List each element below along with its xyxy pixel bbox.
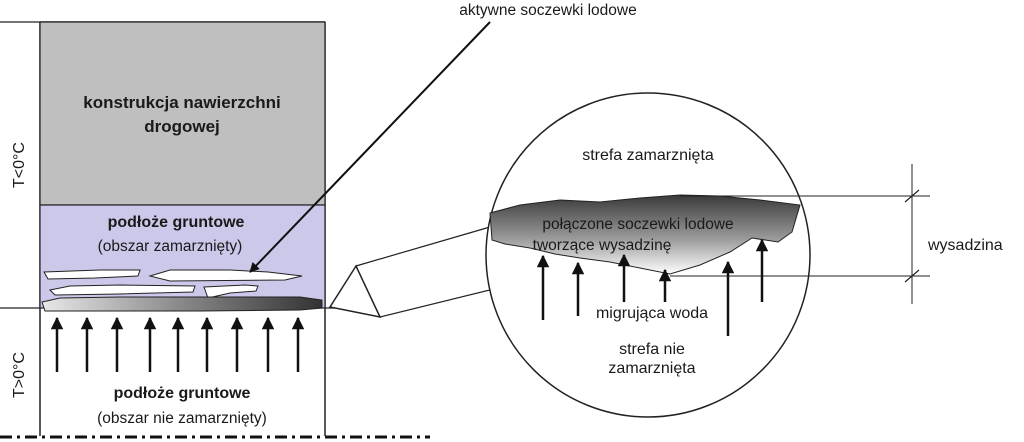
active-ice-lens-band [41,296,323,312]
heave-tick-top [904,189,920,203]
ice-lens-3 [48,284,196,296]
pavement-layer [39,21,326,206]
magnifier-line-top [355,226,491,267]
frozen-subgrade-title: podłoże gruntowe [108,214,245,231]
callout-active-ice-lenses: aktywne soczewki lodowe [459,2,636,19]
pavement-label-line2: drogowej [144,117,220,136]
callout-pointer-line [249,21,491,273]
frozen-zone-label: strefa zamarznięta [582,147,714,164]
migrating-water-label: migrująca woda [596,305,708,322]
pavement-label-line1: konstrukcja nawierzchni [83,93,280,112]
heave-tick-bottom [904,269,920,283]
frozen-subgrade-subtitle: (obszar zamarznięty) [98,238,243,255]
ice-lens-2 [148,269,303,282]
unfrozen-subgrade-title: podłoże gruntowe [114,385,251,402]
ice-lenses [43,269,303,299]
heave-label: wysadzina [927,237,1003,254]
ice-lens-1 [43,269,141,280]
combined-lens-label-line1: połączone soczewki lodowe [542,216,733,233]
combined-lens-label-line2: tworzące wysadzinę [533,237,672,254]
unfrozen-zone-label-line2: zamarznięta [608,360,695,377]
unfrozen-zone-label-line1: strefa nie [619,341,685,358]
water-migration-arrows-left [50,316,305,372]
magnifier-triangle [328,264,382,319]
unfrozen-subgrade-subtitle: (obszar nie zamarznięty) [97,410,267,427]
magnifier-line-bottom [379,284,511,318]
water-label-bg [580,302,726,322]
temp-label-below-zero: T<0°C [11,142,28,188]
temp-label-above-zero: T>0°C [11,352,28,398]
combined-ice-lens [489,194,801,275]
